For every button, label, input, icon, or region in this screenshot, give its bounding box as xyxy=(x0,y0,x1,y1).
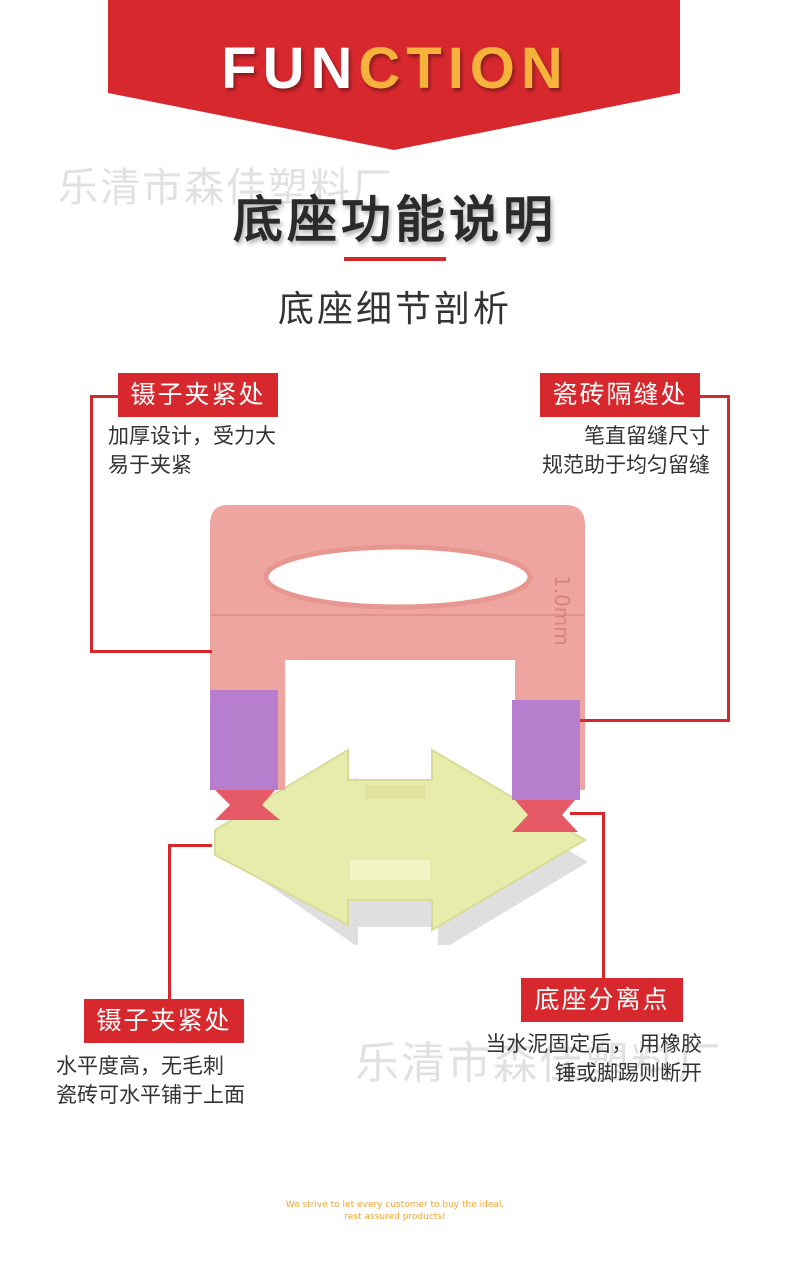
callout-2-line-h1 xyxy=(697,395,730,398)
callout-4-line-h xyxy=(570,812,605,815)
callout-3-line-v xyxy=(168,844,171,1002)
callout-note-separation-point: 当水泥固定后， 用橡胶 锤或脚踢则断开 xyxy=(485,1030,702,1088)
callout-note-clamp-top: 加厚设计，受力大 易于夹紧 xyxy=(108,422,276,480)
right-breakpoint xyxy=(512,800,578,832)
page-title: 底座功能说明 xyxy=(233,191,557,249)
base-rib xyxy=(350,860,430,880)
footer-line-1: We strive to let every customer to buy t… xyxy=(285,1200,505,1210)
footer-line-2: rest assured products! xyxy=(344,1212,446,1222)
callout-2-line-v xyxy=(727,395,730,722)
page-subtitle: 底座细节剖析 xyxy=(277,289,512,330)
heading-divider xyxy=(344,257,446,261)
callout-note-line: 瓷砖可水平铺于上面 xyxy=(56,1083,245,1107)
banner-title-part1: FUN xyxy=(221,36,359,101)
base-slot xyxy=(365,785,425,799)
callout-tag-clamp-bottom: 镊子夹紧处 xyxy=(84,999,244,1043)
right-leg-purple xyxy=(512,700,580,800)
watermark-2: 乐清市森佳塑料厂 xyxy=(355,1038,723,1089)
callout-note-tile-gap: 笔直留缝尺寸 规范助于均匀留缝 xyxy=(542,422,710,480)
callout-note-line: 易于夹紧 xyxy=(108,453,192,477)
callout-note-line: 锤或脚踢则断开 xyxy=(555,1061,702,1085)
callout-note-line: 规范助于均匀留缝 xyxy=(542,453,710,477)
callout-note-line: 笔直留缝尺寸 xyxy=(584,424,710,448)
callout-3-line-h xyxy=(168,844,212,847)
banner-title-part2: CTION xyxy=(358,36,569,101)
base-plate xyxy=(214,748,587,932)
callout-tag-tile-gap: 瓷砖隔缝处 xyxy=(540,373,700,417)
banner-title: FUNCTION xyxy=(0,34,790,104)
footer-slogan: We strive to let every customer to buy t… xyxy=(0,1199,790,1223)
callout-4-line-v xyxy=(602,812,605,980)
callout-1-line-h1 xyxy=(90,395,120,398)
callout-note-line: 当水泥固定后， 用橡胶 xyxy=(485,1032,702,1056)
callout-note-clamp-bottom: 水平度高，无毛刺 瓷砖可水平铺于上面 xyxy=(56,1052,245,1110)
clip-handle-hole xyxy=(263,544,533,610)
callout-note-line: 水平度高，无毛刺 xyxy=(56,1054,224,1078)
callout-tag-clamp-top: 镊子夹紧处 xyxy=(118,373,278,417)
left-leg-purple xyxy=(210,690,278,790)
size-label: 1.0mm xyxy=(550,575,574,646)
tile-leveling-clip-illustration: 1.0mm xyxy=(210,505,588,945)
callout-2-line-h2 xyxy=(580,719,730,722)
callout-note-line: 加厚设计，受力大 xyxy=(108,424,276,448)
left-breakpoint xyxy=(215,790,280,820)
watermark: 乐清市森佳塑料厂 xyxy=(58,165,394,211)
callout-tag-separation-point: 底座分离点 xyxy=(521,978,683,1022)
callout-1-line-h2 xyxy=(90,650,212,653)
callout-1-line-v xyxy=(90,395,93,653)
